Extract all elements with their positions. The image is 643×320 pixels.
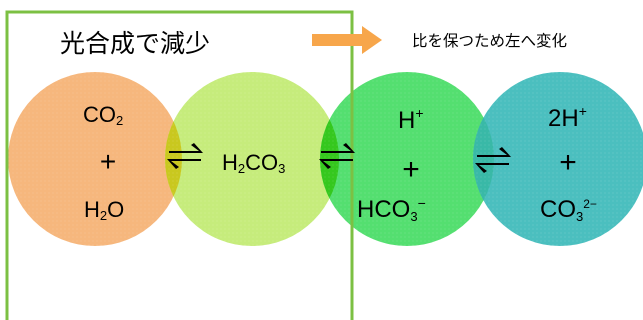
h2co3-label: H2CO3	[222, 150, 285, 176]
h2o-label: H2O	[84, 197, 124, 223]
plus-sign-1: +	[100, 146, 116, 177]
co2-label: CO2	[83, 102, 123, 128]
hco3-minus-label: HCO3−	[357, 195, 426, 224]
equilibrium-arrow-icon-2	[319, 143, 355, 169]
plus-sign-4: +	[559, 146, 577, 179]
2h-plus-label: 2H+	[548, 103, 587, 132]
right-arrow-icon	[312, 26, 382, 54]
note-text: 比を保つため左へ変化	[412, 32, 567, 50]
plus-sign-3: +	[402, 153, 420, 186]
equilibrium-arrow-icon-3	[475, 147, 511, 173]
co3-2minus-label: CO32−	[540, 196, 597, 224]
equilibrium-arrow-icon-1	[167, 143, 203, 169]
title-text: 光合成で減少	[60, 29, 210, 58]
photosynthesis-region-box	[5, 10, 354, 320]
h-plus-label: H+	[398, 105, 424, 134]
